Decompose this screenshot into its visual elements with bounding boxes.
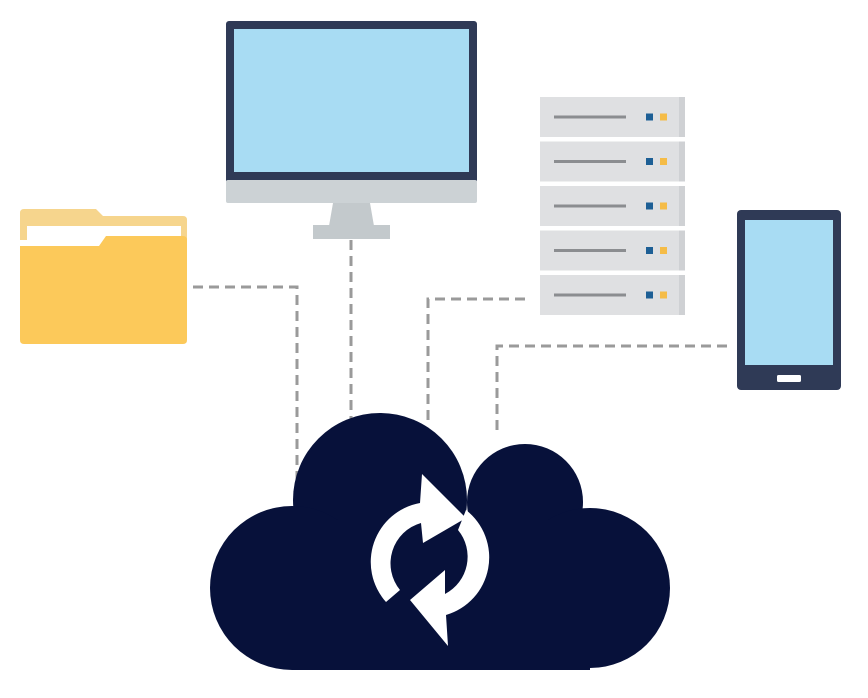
tablet-icon: [737, 210, 841, 390]
cloud-sync-icon: [210, 413, 670, 670]
server-unit: [540, 230, 685, 271]
monitor-chin: [226, 180, 477, 203]
server-slot: [554, 115, 626, 119]
server-unit: [540, 275, 685, 315]
server-led-amber: [660, 247, 667, 254]
server-unit-edge: [679, 230, 685, 271]
server-unit-edge: [679, 186, 685, 226]
server-slot: [554, 160, 626, 163]
server-unit-edge: [679, 97, 685, 137]
monitor-screen: [234, 29, 469, 172]
server-unit-edge: [679, 275, 685, 315]
sync-arrow-bottom: [410, 510, 490, 646]
server-led-amber: [660, 202, 667, 210]
server-slot: [554, 293, 626, 297]
server-led-amber: [660, 291, 667, 299]
connector-tablet: [495, 344, 727, 432]
server-unit-edge: [679, 141, 685, 182]
tablet-screen: [745, 220, 833, 365]
server-led-blue: [646, 202, 653, 210]
connector-folder: [193, 285, 299, 505]
tablet-home-button: [777, 375, 801, 382]
monitor-neck: [329, 203, 374, 226]
cloud-shape: [210, 413, 670, 670]
connectors: [193, 240, 727, 505]
folder-icon: [20, 209, 187, 344]
desktop-monitor-icon: [226, 21, 477, 239]
server-slot: [554, 204, 626, 208]
server-led-blue: [646, 247, 653, 254]
server-led-blue: [646, 291, 653, 299]
connector-server: [426, 297, 525, 420]
server-led-amber: [660, 158, 667, 165]
server-unit: [540, 141, 685, 182]
monitor-base: [313, 225, 390, 239]
folder-front: [20, 236, 187, 344]
server-unit: [540, 186, 685, 226]
server-led-blue: [646, 113, 653, 121]
sync-arrows-icon: [370, 474, 490, 646]
server-rack-icon: [540, 97, 685, 315]
server-led-amber: [660, 113, 667, 121]
sync-arrow-top: [370, 474, 466, 602]
server-slot: [554, 249, 626, 252]
server-unit: [540, 97, 685, 137]
server-led-blue: [646, 158, 653, 165]
